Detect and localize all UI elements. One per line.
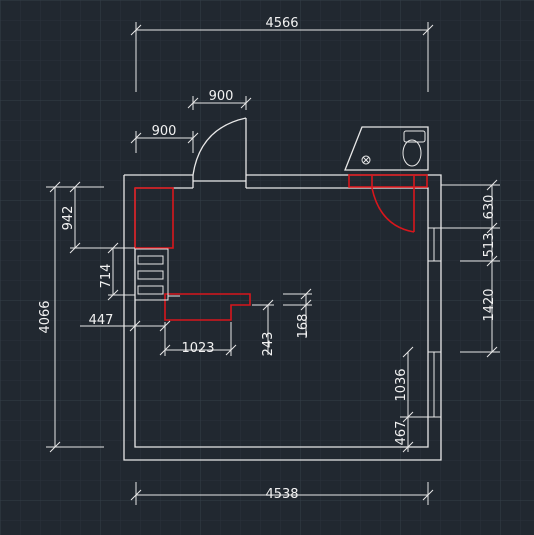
drain-icon bbox=[361, 155, 371, 165]
dim-counter-depth-a: 243 bbox=[261, 332, 276, 357]
dim-right-top: 630 bbox=[482, 195, 497, 220]
entrance-door bbox=[192, 117, 247, 176]
dim-right-mid: 513 bbox=[482, 233, 497, 258]
highlighted-elements bbox=[134, 174, 428, 321]
dim-door-left-width: 900 bbox=[152, 124, 177, 139]
dim-right-bottom: 467 bbox=[394, 421, 409, 446]
dim-left-mid: 714 bbox=[99, 264, 114, 289]
dim-counter-length: 1023 bbox=[181, 341, 214, 356]
dim-right-window: 1420 bbox=[482, 288, 497, 321]
wc-block bbox=[344, 126, 429, 171]
right-windows bbox=[427, 227, 442, 418]
dimension-labels: 4566 900 900 4538 4066 942 714 447 1023 … bbox=[38, 16, 497, 502]
dim-door-top-width: 900 bbox=[209, 89, 234, 104]
dim-total-left-height: 4066 bbox=[38, 300, 53, 333]
toilet-icon bbox=[402, 130, 426, 167]
kitchen-units bbox=[134, 248, 180, 301]
dimension-lines bbox=[46, 22, 500, 505]
dim-right-lower: 1036 bbox=[394, 368, 409, 401]
dim-left-upper: 942 bbox=[61, 206, 76, 231]
dim-counter-depth-b: 168 bbox=[296, 314, 311, 339]
dim-left-step: 447 bbox=[89, 313, 114, 328]
dim-total-bottom-width: 4538 bbox=[265, 487, 298, 502]
dim-total-top-width: 4566 bbox=[265, 16, 298, 31]
